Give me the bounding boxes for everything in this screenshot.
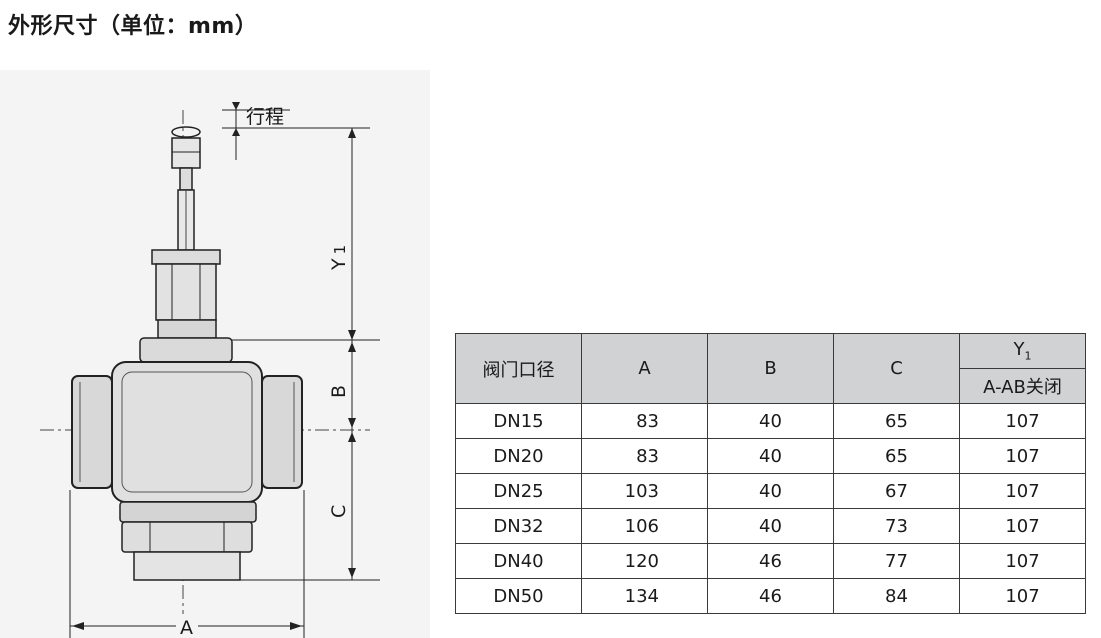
- cell-y1: 107: [959, 578, 1086, 614]
- cell-b: 40: [707, 438, 834, 474]
- cell-a: 83: [581, 438, 708, 474]
- c-label: C: [328, 505, 350, 518]
- cell-c: 65: [833, 403, 960, 439]
- b-label-bg: [329, 376, 351, 400]
- b-arrow-top: [348, 342, 356, 352]
- cell-b: 40: [707, 473, 834, 509]
- cell-size: DN50: [455, 578, 582, 614]
- valve-dimension-drawing: 行程 Y1 B C A: [0, 70, 430, 638]
- table-subheader-row: A-AB关闭: [456, 368, 1086, 404]
- header-c: C: [833, 333, 960, 404]
- c-arrow-bottom: [348, 568, 356, 578]
- header-y1-sub: 1: [1024, 349, 1032, 363]
- table-row: DN20 83 40 65 107: [455, 438, 1086, 474]
- cell-size: DN40: [455, 543, 582, 579]
- bottom-hex: [121, 521, 253, 553]
- cell-c: 73: [833, 508, 960, 544]
- header-y1-closed: A-AB关闭: [959, 368, 1086, 404]
- cell-size: DN25: [455, 473, 582, 509]
- bonnet-collar: [157, 319, 217, 339]
- dimension-table: 阀门口径 A B C Y1 A-AB关闭 DN15 83 40 65 107 D…: [455, 333, 1086, 614]
- y1-label-group: Y1: [328, 232, 351, 274]
- cell-size: DN20: [455, 438, 582, 474]
- stem-upper: [179, 167, 193, 191]
- cell-size: DN32: [455, 508, 582, 544]
- a-label-bg: [176, 614, 198, 636]
- cell-size: DN15: [455, 403, 582, 439]
- cell-a: 83: [581, 403, 708, 439]
- valve-drawing-svg: 行程 Y1 B C A: [0, 70, 430, 638]
- cell-c: 65: [833, 438, 960, 474]
- stem-nut: [171, 137, 201, 169]
- cell-y1: 107: [959, 543, 1086, 579]
- cell-a: 106: [581, 508, 708, 544]
- cell-b: 46: [707, 543, 834, 579]
- y1-arrow-top: [348, 128, 356, 138]
- y1-label-bg: [329, 232, 351, 274]
- valve-body: [111, 361, 263, 503]
- bottom-collar: [119, 501, 257, 523]
- y1-arrow-bottom: [348, 330, 356, 340]
- table-header-row: 阀门口径 A B C Y1: [455, 333, 1086, 404]
- a-arrow-left: [72, 622, 84, 630]
- b-label-group: B: [328, 376, 351, 400]
- bonnet-top: [151, 249, 221, 265]
- left-port: [71, 375, 113, 489]
- cell-y1: 107: [959, 508, 1086, 544]
- table-row: DN15 83 40 65 107: [455, 403, 1086, 439]
- header-a: A: [581, 333, 708, 404]
- b-arrow-bottom: [348, 418, 356, 428]
- cell-y1: 107: [959, 473, 1086, 509]
- table-row: DN40 120 46 77 107: [455, 543, 1086, 579]
- cell-a: 134: [581, 578, 708, 614]
- right-port: [261, 375, 303, 489]
- valve-body-inner: [121, 371, 253, 493]
- cell-y1: 107: [959, 438, 1086, 474]
- header-y1-main: Y: [1013, 339, 1025, 361]
- c-label-bg: [329, 496, 351, 520]
- cell-c: 84: [833, 578, 960, 614]
- cell-a: 103: [581, 473, 708, 509]
- a-arrow-right: [290, 622, 302, 630]
- table-row: DN32 106 40 73 107: [455, 508, 1086, 544]
- body-neck: [139, 337, 233, 363]
- c-arrow-top: [348, 432, 356, 442]
- table-row: DN25 103 40 67 107: [455, 473, 1086, 509]
- cell-a: 120: [581, 543, 708, 579]
- cell-c: 67: [833, 473, 960, 509]
- bottom-port: [133, 551, 241, 581]
- stem-cap: [171, 126, 201, 138]
- y1-label-main: Y: [328, 258, 350, 271]
- table-row: DN50 134 46 84 107: [455, 578, 1086, 614]
- cell-b: 40: [707, 403, 834, 439]
- cell-b: 40: [707, 508, 834, 544]
- b-label: B: [328, 385, 350, 398]
- cell-y1: 107: [959, 403, 1086, 439]
- stroke-arrow-bottom: [232, 128, 240, 136]
- stroke-label: 行程: [246, 106, 284, 128]
- bonnet-hex: [155, 263, 217, 321]
- y1-label: Y1: [328, 245, 350, 271]
- header-size: 阀门口径: [455, 333, 582, 404]
- cell-c: 77: [833, 543, 960, 579]
- header-b: B: [707, 333, 834, 404]
- stroke-arrow-top: [232, 102, 240, 110]
- cell-b: 46: [707, 578, 834, 614]
- a-label: A: [180, 617, 193, 638]
- page-title: 外形尺寸（单位：mm）: [8, 14, 258, 39]
- c-label-group: C: [328, 496, 351, 520]
- y1-label-sub: 1: [331, 245, 349, 255]
- header-y1: Y1: [959, 333, 1086, 369]
